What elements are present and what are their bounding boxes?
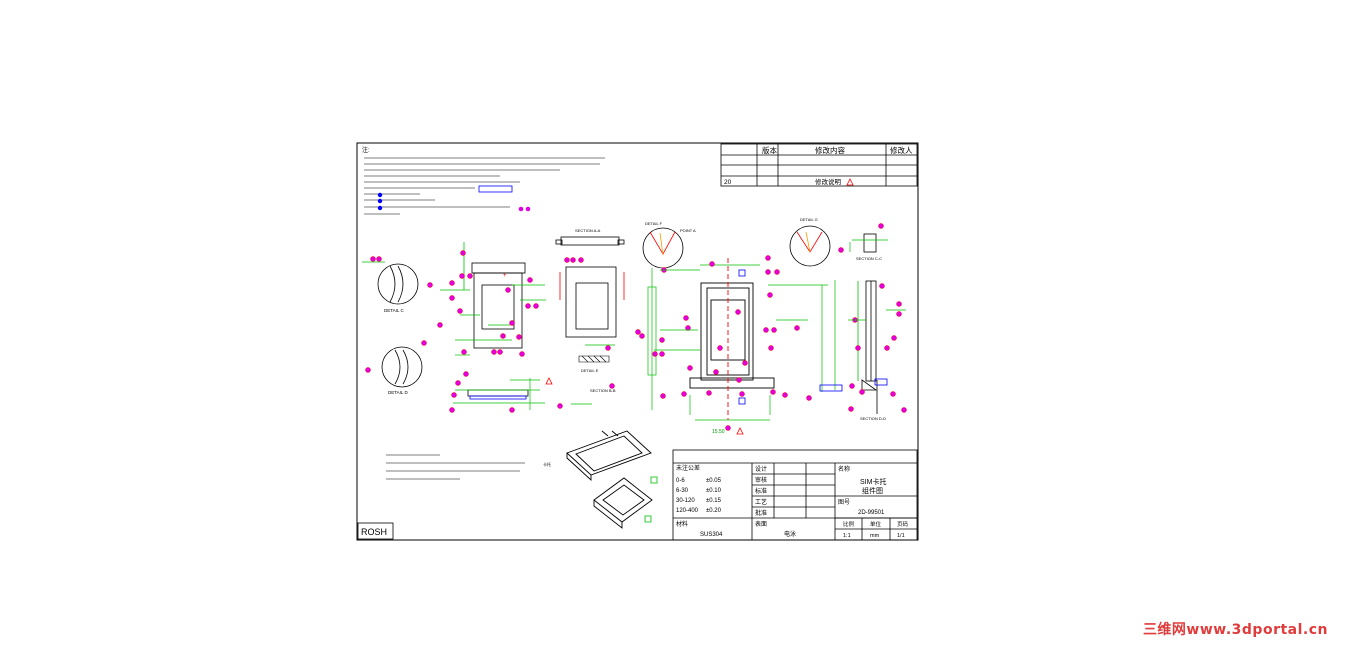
section-a-a xyxy=(555,236,625,246)
bottom-dimension: 15.50 xyxy=(712,429,725,435)
svg-text:批准: 批准 xyxy=(755,509,767,517)
svg-text:±0.05: ±0.05 xyxy=(706,478,722,484)
tray-main-view xyxy=(689,258,775,420)
section-b-b-label: SECTION B-B xyxy=(590,388,616,393)
watermark-text: 三维网www.3dportal.cn xyxy=(1142,622,1328,638)
warning-triangle-icon xyxy=(545,377,553,385)
isometric-view-top xyxy=(566,430,652,482)
bottom-notes xyxy=(386,454,525,480)
datum-box xyxy=(738,269,746,277)
notes-block: 注: xyxy=(362,146,605,215)
scale-table: 比例 单位 页码 1:1 mm 1/1 xyxy=(843,520,909,539)
datum-box xyxy=(738,397,746,405)
svg-text:30-120: 30-120 xyxy=(676,498,695,504)
rev-header-person: 修改人 xyxy=(890,145,913,155)
rosh-box xyxy=(357,522,394,540)
warning-triangle-icon xyxy=(736,427,744,435)
section-c-c xyxy=(852,233,888,253)
rosh-label: ROSH xyxy=(361,527,387,537)
rev-header-content: 修改内容 xyxy=(815,145,845,155)
iso-marker xyxy=(650,476,658,484)
detail-d-label: DETAIL D xyxy=(388,390,409,395)
datum-box xyxy=(819,384,843,392)
surface-value: 电泳 xyxy=(784,530,796,538)
sheet-border xyxy=(356,142,919,541)
detail-e-label: DETAIL E xyxy=(581,368,599,373)
detail-g-label: DETAIL G xyxy=(800,217,818,222)
iso-label-1: 卡托 xyxy=(543,461,551,467)
svg-text:6-30: 6-30 xyxy=(676,488,689,494)
svg-text:单位: 单位 xyxy=(870,520,882,528)
rev-header-version: 版本 xyxy=(762,145,777,155)
svg-text:120-400: 120-400 xyxy=(676,508,699,514)
svg-text:页码: 页码 xyxy=(897,520,909,528)
warning-triangle-icon xyxy=(846,178,854,186)
drawing-no: 2D-99501 xyxy=(858,510,885,516)
part-name-line1: SIM卡托 xyxy=(860,477,886,486)
detail-f-label: DETAIL F xyxy=(645,221,663,226)
section-a-a-label: SECTION A-A xyxy=(575,228,601,233)
inspection-markers xyxy=(365,223,907,431)
isometric-view-bottom xyxy=(593,477,653,529)
svg-text:标准: 标准 xyxy=(755,487,767,495)
tray-center-mark: + xyxy=(503,273,507,279)
detail-view-d xyxy=(381,346,423,388)
material-value: SUS304 xyxy=(700,532,723,538)
part-name-line2: 组件图 xyxy=(862,486,883,495)
svg-text:工艺: 工艺 xyxy=(755,498,767,506)
svg-text:±0.20: ±0.20 xyxy=(706,508,722,514)
notes-title: 注: xyxy=(362,146,370,154)
revision-table xyxy=(720,143,918,187)
rev-row-number: 20 xyxy=(724,179,732,186)
surface-label: 表面 xyxy=(755,520,767,528)
detail-view-e xyxy=(578,355,610,363)
title-block xyxy=(672,449,918,541)
drawing-no-label: 图号 xyxy=(838,499,850,506)
tray-right-side-view xyxy=(857,280,878,414)
tolerance-table: 0-6 ±0.05 6-30 ±0.10 30-120 ±0.15 120-400 ±0… xyxy=(676,478,722,514)
material-label: 材料 xyxy=(676,520,688,528)
detail-view-g xyxy=(789,225,831,267)
svg-text:1:1: 1:1 xyxy=(843,533,851,539)
datum-box xyxy=(874,378,888,386)
point-a-label: POINT A xyxy=(680,228,696,233)
tray-side-view xyxy=(559,266,625,338)
sign-labels: 设计 审核 标准 工艺 批准 xyxy=(755,465,767,517)
svg-text:比例: 比例 xyxy=(843,520,855,528)
rev-row-note: 修改说明 xyxy=(815,177,842,186)
tray-front-view xyxy=(463,242,526,349)
svg-text:mm: mm xyxy=(870,533,880,539)
detail-c-label: DETAIL C xyxy=(384,308,405,313)
detail-view-c xyxy=(377,263,419,305)
svg-text:审核: 审核 xyxy=(755,476,767,484)
svg-text:0-6: 0-6 xyxy=(676,478,685,484)
name-label: 名称 xyxy=(838,465,850,473)
section-c-c-label: SECTION C-C xyxy=(856,256,882,261)
main-view-dimensions xyxy=(647,264,836,421)
tolerance-heading: 未注公差 xyxy=(676,464,700,472)
iso-marker xyxy=(644,515,652,523)
svg-text:±0.15: ±0.15 xyxy=(706,498,722,504)
svg-text:±0.10: ±0.10 xyxy=(706,488,722,494)
svg-text:设计: 设计 xyxy=(755,465,767,473)
svg-text:1/1: 1/1 xyxy=(897,533,905,539)
section-d-d-label: SECTION D-D xyxy=(860,416,886,421)
dimension-lines xyxy=(362,242,906,410)
